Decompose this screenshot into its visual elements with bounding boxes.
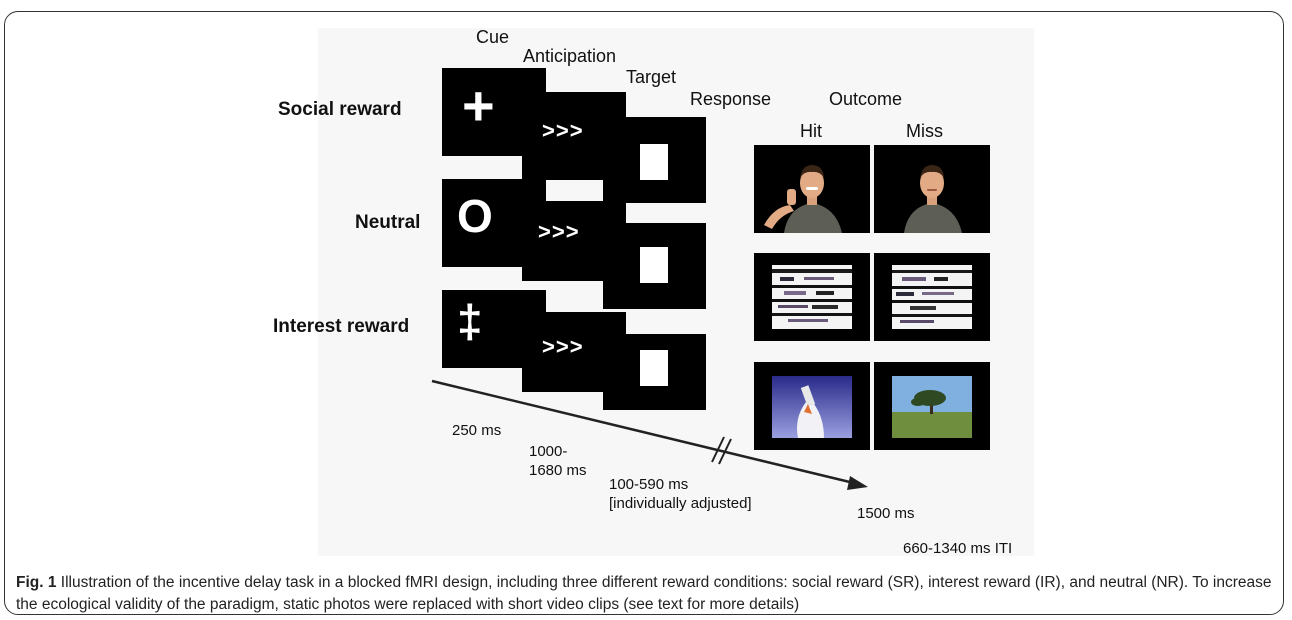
row-label-neutral: Neutral [355, 212, 421, 233]
target-screen-neutral [603, 223, 706, 309]
target-square [640, 247, 668, 283]
timing-anticipation-line2: 1680 ms [529, 462, 587, 479]
target-square [640, 144, 668, 180]
phase-label-response: Response [690, 89, 772, 109]
figure-caption-label: Fig. 1 [16, 574, 57, 591]
cue-symbol-double-dagger: ‡ [457, 295, 483, 347]
time-break-mark [711, 436, 725, 463]
phase-label-cue: Cue [476, 27, 510, 47]
cue-symbol-plus: + [462, 74, 495, 137]
row-label-social-reward: Social reward [278, 99, 402, 120]
figure-caption: Fig. 1 Illustration of the incentive del… [16, 572, 1278, 617]
outcome-neutral-miss-video [874, 253, 990, 341]
scrambled-noise-image [892, 265, 972, 329]
space-shuttle-launch-image [772, 376, 852, 438]
outcome-neutral-hit-video [754, 253, 870, 341]
anticipation-arrows: >>> [542, 118, 584, 143]
timing-target-line2: [individually adjusted] [609, 495, 752, 512]
target-screen-social [603, 117, 706, 203]
timing-anticipation-line1: 1000- [529, 443, 568, 460]
figure-frame [4, 11, 1284, 615]
timing-iti: 660-1340 ms ITI [903, 540, 1013, 557]
outcome-column-miss: Miss [906, 121, 943, 141]
phase-label-anticipation: Anticipation [523, 46, 617, 66]
figure-caption-text: Illustration of the incentive delay task… [16, 574, 1272, 614]
outcome-social-miss-video [874, 145, 990, 233]
anticipation-arrows: >>> [538, 219, 580, 244]
landscape-tree-image [892, 376, 972, 438]
target-screen-interest [603, 334, 706, 410]
outcome-column-hit: Hit [800, 121, 822, 141]
scrambled-noise-image [772, 265, 852, 329]
row-label-interest-reward: Interest reward [273, 316, 410, 337]
person-thumbs-up-image [764, 165, 842, 233]
phase-label-target: Target [626, 67, 677, 87]
phase-label-outcome: Outcome [829, 89, 903, 109]
anticipation-arrows: >>> [542, 334, 584, 359]
timing-cue: 250 ms [452, 422, 502, 439]
timing-target-line1: 100-590 ms [609, 476, 689, 493]
timing-outcome: 1500 ms [857, 505, 915, 522]
outcome-social-hit-video [754, 145, 870, 233]
outcome-interest-miss-video [874, 362, 990, 450]
cue-symbol-zero: O [457, 190, 493, 242]
person-neutral-image [904, 165, 962, 233]
target-square [640, 350, 668, 386]
outcome-interest-hit-video [754, 362, 870, 450]
